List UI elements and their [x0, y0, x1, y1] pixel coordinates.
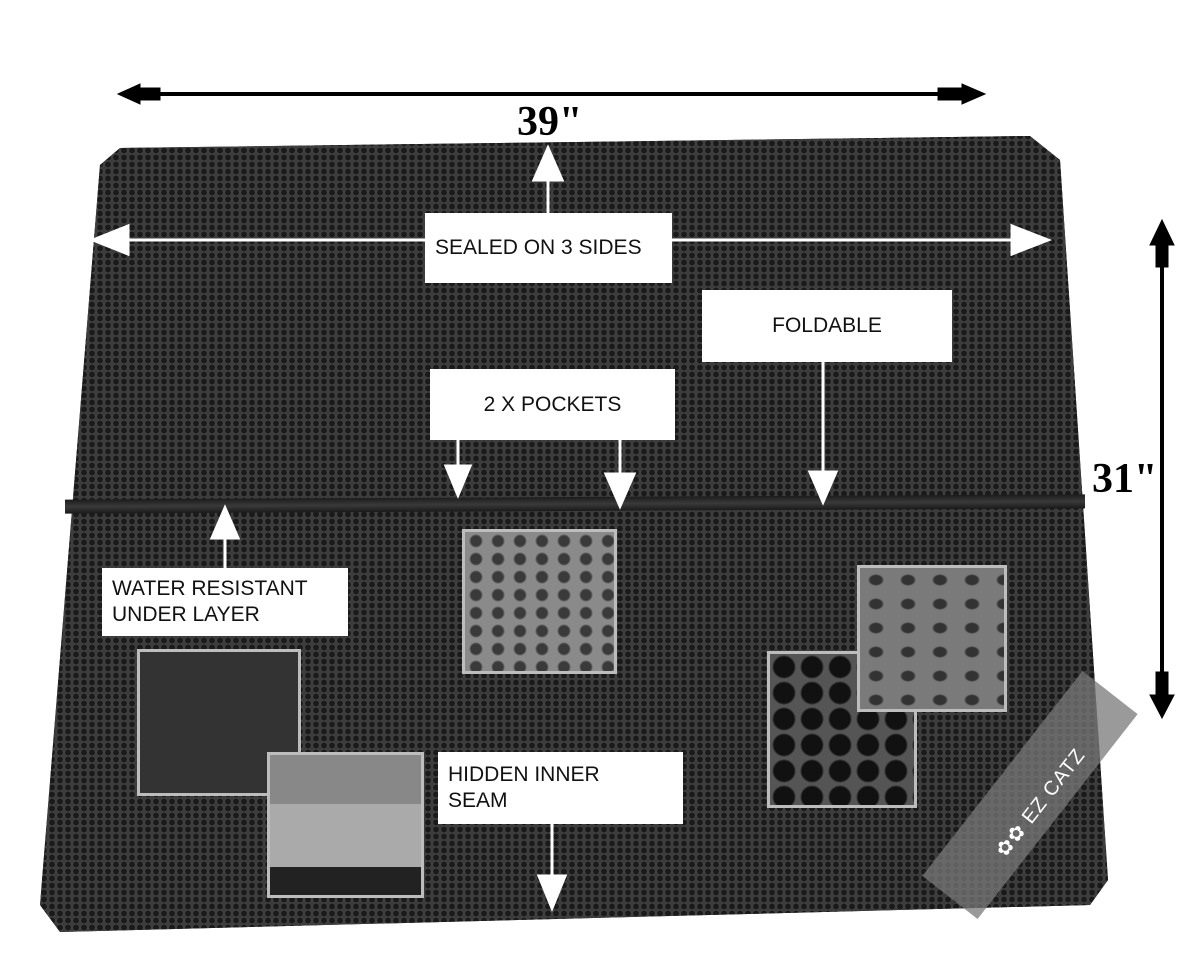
- pockets-label: 2 X POCKETS: [430, 369, 675, 440]
- width-dimension: 39": [517, 99, 583, 145]
- foldable-text: FOLDABLE: [772, 314, 882, 337]
- height-dimension: 31": [1092, 456, 1158, 502]
- height-arrow: [1149, 218, 1175, 720]
- hidden-seam-label: HIDDEN INNER SEAM: [438, 752, 683, 824]
- water-resistant-label: WATER RESISTANT UNDER LAYER: [102, 568, 348, 636]
- width-arrow: [116, 83, 987, 105]
- water-text-1: WATER RESISTANT: [112, 577, 308, 600]
- annotation-arrows: [88, 144, 1053, 912]
- seam-photo: [267, 752, 424, 898]
- pocket-photo: [462, 529, 617, 674]
- sealed-text: SEALED ON 3 SIDES: [435, 236, 642, 259]
- sealed-label: SEALED ON 3 SIDES: [425, 213, 672, 283]
- seam-text-1: HIDDEN INNER: [448, 763, 600, 786]
- water-text-2: UNDER LAYER: [112, 603, 260, 626]
- seam-text-2: SEAM: [448, 789, 508, 812]
- texture-photo: [857, 565, 1007, 712]
- pockets-text: 2 X POCKETS: [483, 392, 622, 416]
- foldable-label: FOLDABLE: [702, 290, 952, 362]
